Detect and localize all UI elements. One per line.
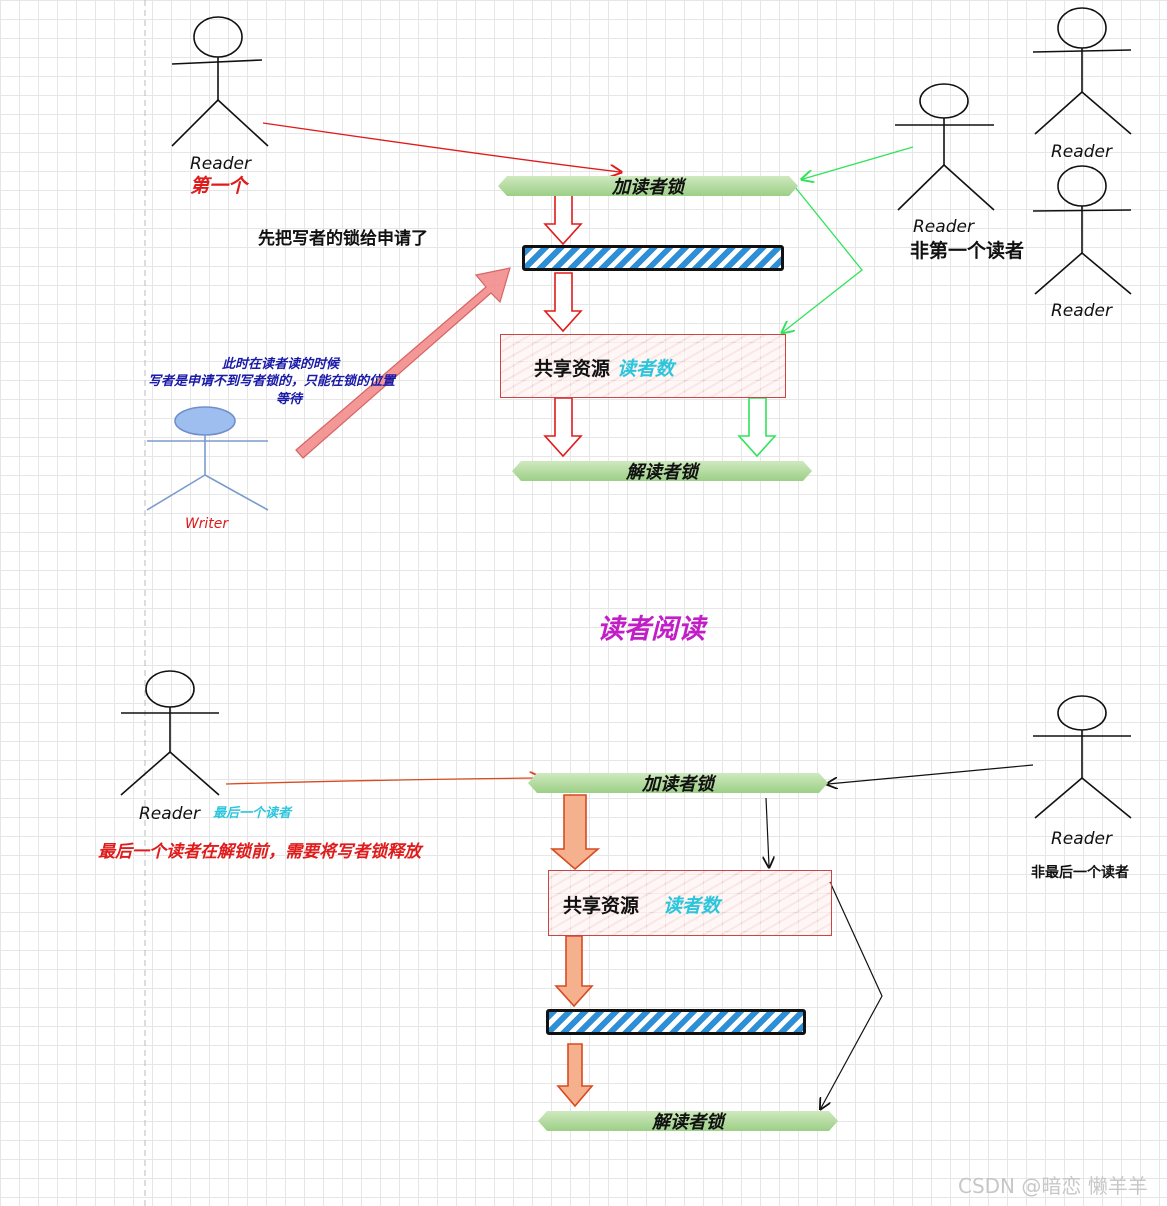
writer-note-line2: 写者是申请不到写者锁的，只能在锁的位置 — [148, 374, 396, 389]
first-reader-arrow — [262, 122, 620, 172]
flow-arrow-bottom-1 — [549, 794, 601, 871]
flow-arrow-bottom-2 — [554, 935, 594, 1008]
reader-right-top-label: Reader — [1051, 142, 1112, 162]
lock-to-resource-arrow — [766, 797, 769, 866]
writer-blocked-arrow — [295, 267, 511, 459]
skip-release-writer-arrow — [821, 881, 883, 1108]
writer-lock-bar-bottom — [546, 1009, 806, 1035]
reader-count-label: 读者数 — [663, 895, 721, 917]
add-reader-lock-top: 加读者锁 — [498, 176, 798, 196]
shared-resource-top: 共享资源 读者数 — [500, 334, 786, 398]
writer-note-line3: 等待 — [276, 392, 303, 407]
skip-writer-lock-arrow — [783, 186, 863, 332]
watermark: CSDN @暗恋 懒羊羊 — [958, 1174, 1148, 1198]
last-reader-tag: 最后一个读者 — [213, 806, 292, 821]
flow-arrow-top-3 — [543, 397, 583, 458]
shared-resource-label: 共享资源 — [534, 358, 611, 380]
shared-resource-bottom: 共享资源 读者数 — [548, 870, 832, 936]
other-reader-bottom-label: Reader — [1051, 829, 1112, 849]
flow-arrow-bottom-3 — [556, 1043, 594, 1108]
other-reader-bottom-arrow — [828, 764, 1034, 784]
shared-resource-label: 共享资源 — [563, 895, 640, 917]
other-reader-bottom-note: 非最后一个读者 — [1031, 865, 1129, 881]
release-reader-lock-top: 解读者锁 — [512, 461, 812, 481]
writer-lock-note: 先把写者的锁给申请了 — [258, 229, 428, 249]
writer-lock-bar-top — [522, 245, 784, 271]
writer-figure — [146, 406, 269, 511]
reader-figure-first — [171, 16, 269, 147]
release-reader-lock-bottom: 解读者锁 — [538, 1111, 838, 1131]
flow-arrow-top-1 — [543, 194, 583, 246]
reader-figure-last — [120, 670, 220, 796]
reader-right-bottom-label: Reader — [1051, 301, 1112, 321]
first-reader-label: Reader — [190, 154, 251, 174]
flow-arrow-top-2 — [543, 272, 583, 333]
writer-note-line1: 此时在读者读的时候 — [222, 357, 340, 372]
other-reader-note: 非第一个读者 — [910, 240, 1025, 262]
add-reader-lock-bottom: 加读者锁 — [528, 773, 828, 793]
last-reader-note: 最后一个读者在解锁前，需要将写者锁释放 — [98, 842, 421, 862]
other-reader-label: Reader — [913, 217, 974, 237]
flow-arrow-top-green — [737, 397, 777, 458]
reader-figure-right-top — [1032, 7, 1132, 135]
section-title: 读者阅读 — [597, 614, 705, 645]
first-reader-note: 第一个 — [190, 175, 248, 197]
writer-label: Writer — [185, 516, 229, 532]
reader-figure-other-bottom — [1033, 695, 1132, 819]
reader-figure-right-bottom — [1032, 165, 1132, 295]
reader-figure-other — [895, 83, 995, 211]
other-reader-arrow — [803, 146, 914, 179]
reader-count-label: 读者数 — [617, 358, 675, 380]
last-reader-arrow — [225, 778, 540, 785]
last-reader-label: Reader — [139, 804, 200, 824]
